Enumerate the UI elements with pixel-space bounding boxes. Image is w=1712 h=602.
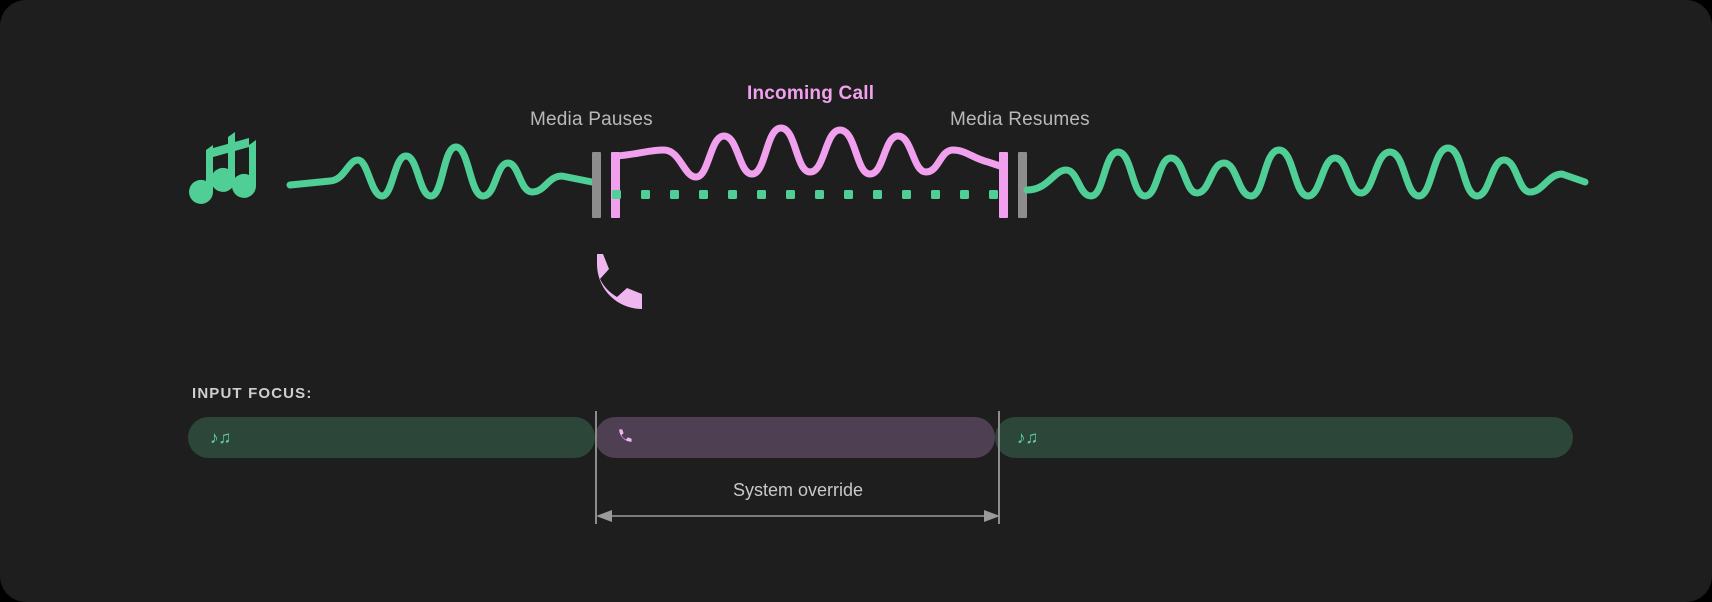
focus-segment-media-after[interactable]: ♪♫ (995, 417, 1573, 458)
system-override-arrow (594, 505, 1002, 527)
media-resume-marker (1018, 152, 1027, 218)
system-override-label: System override (732, 480, 864, 500)
call-boundary-line-right (998, 411, 1000, 524)
focus-segment-call[interactable] (595, 417, 995, 458)
call-end-marker (999, 152, 1008, 218)
phone-handset-icon (617, 427, 635, 448)
audio-timeline: Media Pauses Incoming Call Media Resumes (189, 83, 1589, 309)
call-waveform (613, 124, 1004, 181)
phone-handset-icon (597, 254, 642, 309)
media-pause-marker (592, 152, 601, 218)
media-ducked-dots (612, 190, 998, 199)
media-waveform-before (286, 143, 596, 200)
music-notes-icon: ♪♫ (1017, 428, 1039, 447)
music-notes-icon (189, 132, 256, 204)
media-waveform-after (1023, 144, 1589, 200)
label-media-pauses: Media Pauses (530, 109, 653, 130)
focus-segment-media-before[interactable]: ♪♫ (188, 417, 595, 458)
call-boundary-line-left (595, 411, 597, 524)
input-focus-track: ♪♫ ♪♫ (188, 417, 1573, 458)
label-media-resumes: Media Resumes (950, 109, 1090, 130)
call-start-marker (611, 152, 620, 218)
label-incoming-call: Incoming Call (747, 83, 875, 104)
music-notes-icon: ♪♫ (210, 428, 232, 447)
input-focus-title: INPUT FOCUS: (192, 385, 313, 402)
